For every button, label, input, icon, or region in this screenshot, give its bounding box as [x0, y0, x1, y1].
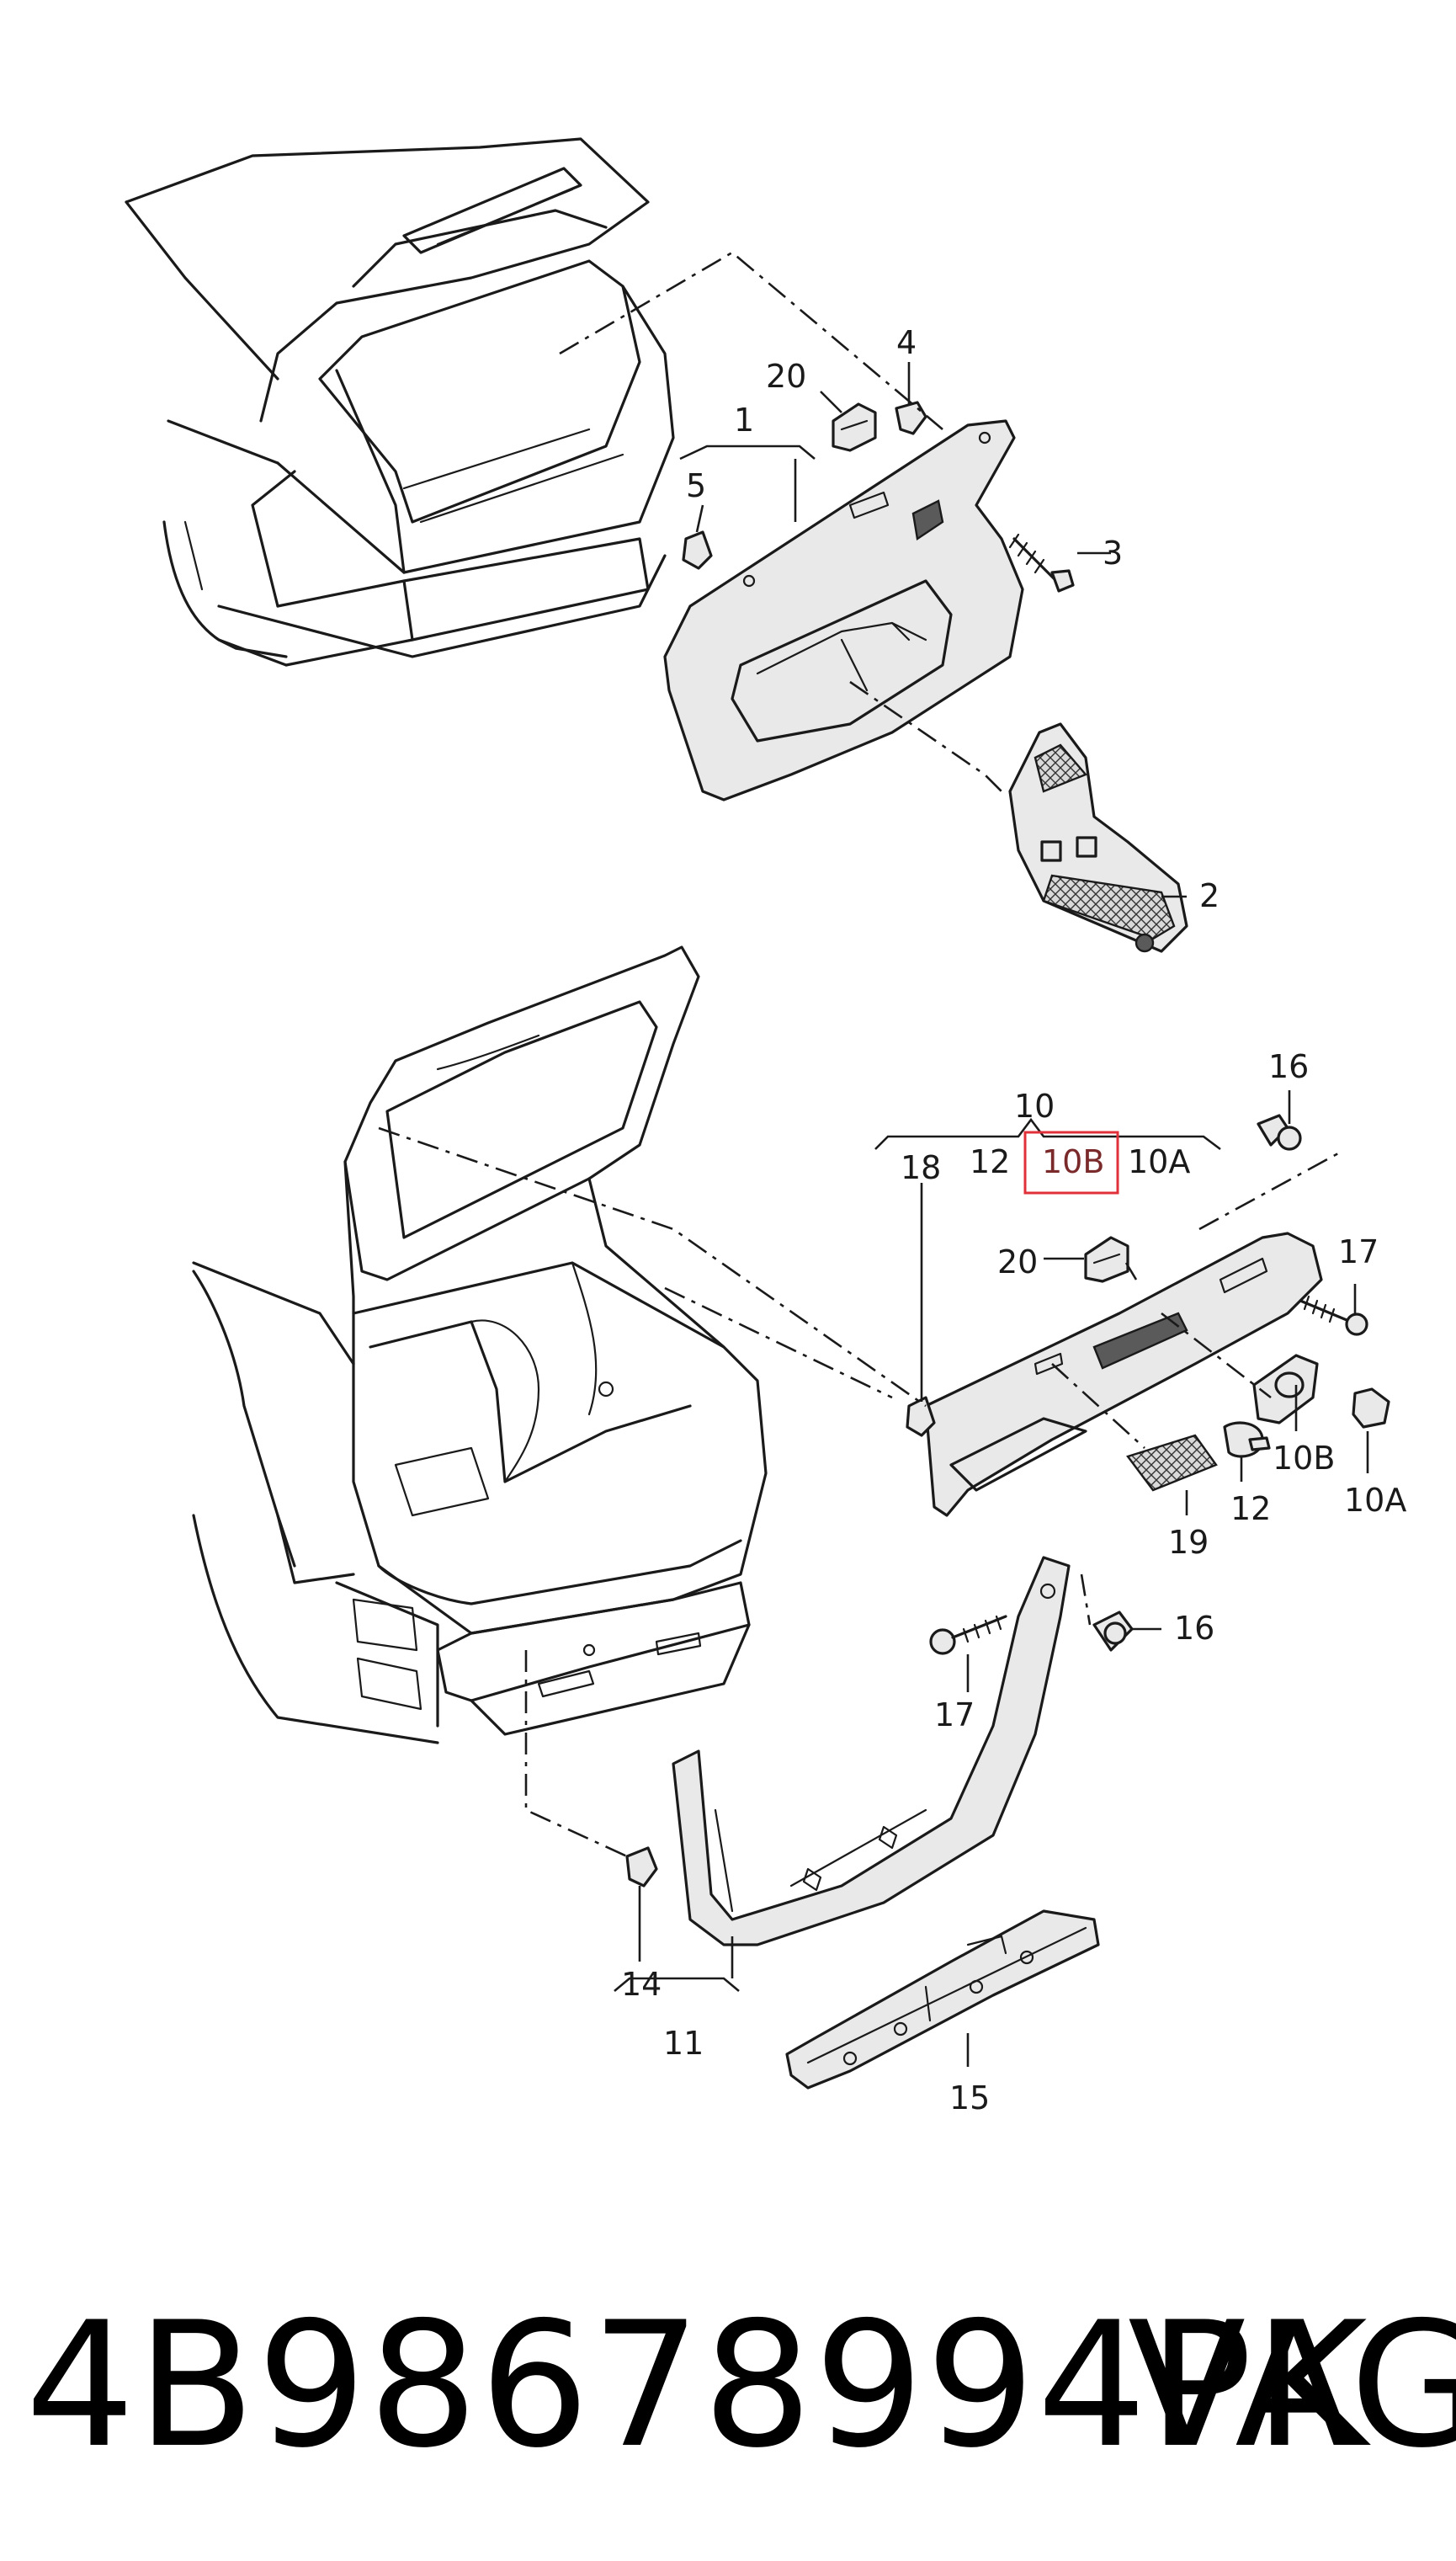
trunk-lid-trim-panel: [663, 419, 1024, 801]
grid-pad-part-19: [1126, 1434, 1218, 1492]
callout-20-top: 20: [766, 358, 806, 395]
tailgate-lower-trim-panel: [924, 1232, 1323, 1517]
sill-plate-part-15: [785, 1909, 1100, 2090]
part-number-label: 4B98678994PK: [25, 2286, 1369, 2486]
callout-10a: 10A: [1344, 1482, 1406, 1519]
callout-20-middle: 20: [997, 1243, 1038, 1280]
callout-10: 10: [1014, 1088, 1055, 1125]
clip-part-18: [906, 1396, 936, 1437]
callout-16-bottom: 16: [1174, 1610, 1214, 1647]
clip-part-4: [895, 401, 927, 435]
callout-17-bottom: 17: [934, 1696, 975, 1733]
callout-10b: 10B: [1273, 1440, 1335, 1477]
callout-14: 14: [621, 1966, 662, 2003]
callout-12: 12: [1230, 1490, 1271, 1527]
callout-10b-highlighted: 10B: [1042, 1143, 1104, 1180]
brand-label: VAG: [1128, 2286, 1456, 2486]
plug-part-10a: [1352, 1387, 1390, 1429]
middle-leader-lines: [378, 1090, 1369, 1515]
callout-1: 1: [734, 402, 754, 439]
clip-part-5: [682, 530, 713, 570]
screw-part-3: [1008, 533, 1075, 593]
clip-part-14: [625, 1846, 658, 1887]
callout-2: 2: [1199, 877, 1220, 914]
callout-17-right: 17: [1338, 1233, 1379, 1270]
clip-part-16-bottom: [1092, 1611, 1134, 1652]
callout-11: 11: [663, 2025, 704, 2062]
clip-part-16-top: [1257, 1114, 1302, 1151]
callout-labels: 1 2 3 4 5 20 10 12 10B 10A 16 18 20 17 1…: [621, 324, 1406, 2116]
callout-19: 19: [1168, 1524, 1209, 1561]
estate-rear-illustration: [192, 945, 768, 1744]
clip-part-20-top: [832, 402, 877, 452]
callout-18: 18: [901, 1149, 941, 1186]
callout-4: 4: [896, 324, 917, 361]
screw-part-17-right: [1299, 1295, 1368, 1336]
callout-5: 5: [686, 467, 706, 504]
screw-part-17-bottom: [929, 1615, 1007, 1655]
callout-16-top: 16: [1268, 1048, 1309, 1085]
bottom-leader-lines: [524, 1573, 1161, 2067]
load-sill-trim-panel: [672, 1556, 1071, 1946]
top-leader-lines: [559, 251, 1187, 898]
callout-12-bracket: 12: [970, 1143, 1010, 1180]
grab-handle-part: [1008, 722, 1188, 953]
callout-3: 3: [1103, 535, 1123, 572]
sedan-rear-illustration: [125, 137, 675, 667]
clip-part-20-middle: [1084, 1236, 1129, 1283]
striker-holder-part-10b: [1252, 1354, 1319, 1424]
callout-10a-bracket: 10A: [1128, 1143, 1190, 1180]
clip-part-12: [1223, 1421, 1271, 1458]
highlight-box-10b: [1023, 1131, 1119, 1195]
callout-15: 15: [949, 2079, 990, 2116]
